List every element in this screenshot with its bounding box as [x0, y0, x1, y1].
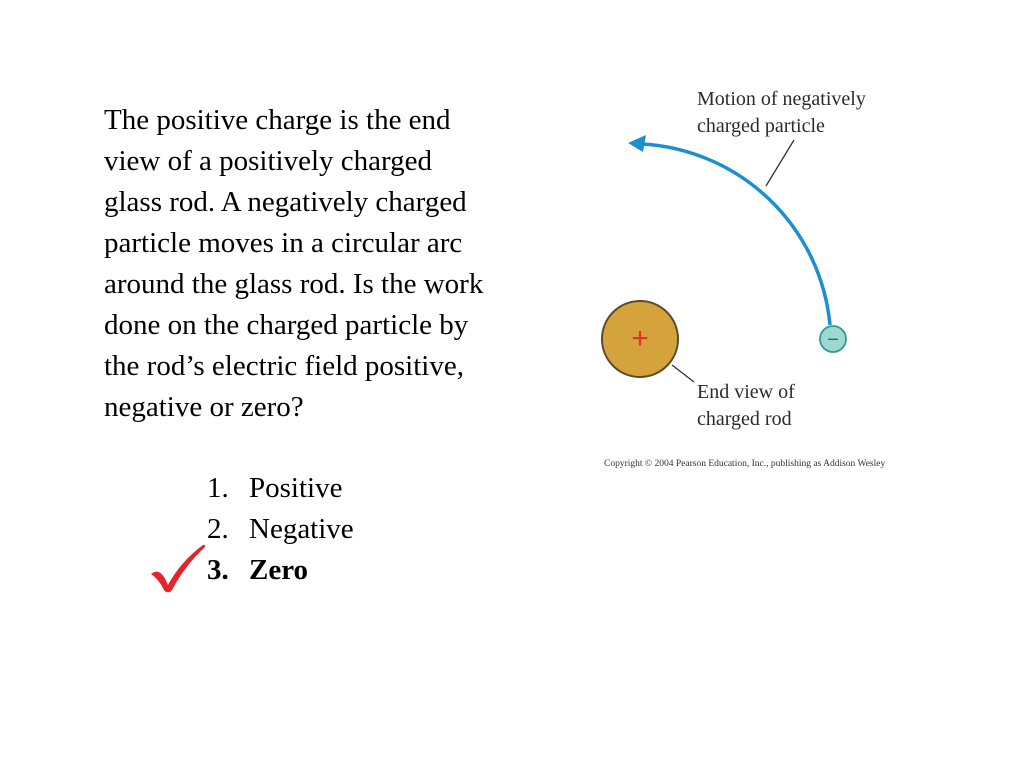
choice-number: 3. [207, 554, 229, 586]
choice-number: 1. [207, 472, 229, 504]
rod-leader-line [671, 364, 695, 383]
rod-label-line2: charged rod [697, 408, 792, 430]
charged-rod [601, 300, 679, 378]
motion-label-line2: charged particle [697, 115, 825, 137]
minus-sign-icon: − [827, 329, 839, 351]
motion-leader-line [765, 139, 795, 187]
charge-diagram: Motion of negatively charged particle + … [590, 80, 920, 480]
answer-choices: 1. Positive 2. Negative 3. Zero [207, 468, 354, 591]
charged-particle [819, 325, 847, 353]
arrow-head-icon [628, 135, 646, 152]
motion-arc [641, 142, 832, 326]
checkmark-icon [151, 544, 206, 593]
question-text: The positive charge is the end view of a… [104, 104, 484, 423]
diagram-svg: Motion of negatively charged particle + … [601, 88, 885, 469]
choice-label: Positive [249, 472, 343, 504]
plus-sign-icon: + [631, 322, 649, 355]
choice-number: 2. [207, 513, 229, 545]
checkmark-stroke [151, 544, 206, 593]
copyright-text: Copyright © 2004 Pearson Education, Inc.… [604, 458, 885, 469]
rod-label-line1: End view of [697, 381, 795, 403]
choice-positive[interactable]: 1. Positive [207, 468, 354, 509]
choice-negative[interactable]: 2. Negative [207, 509, 354, 550]
choice-label: Zero [249, 554, 309, 586]
motion-label-line1: Motion of negatively [697, 88, 866, 110]
choice-label: Negative [249, 513, 354, 545]
choice-zero[interactable]: 3. Zero [207, 550, 354, 591]
